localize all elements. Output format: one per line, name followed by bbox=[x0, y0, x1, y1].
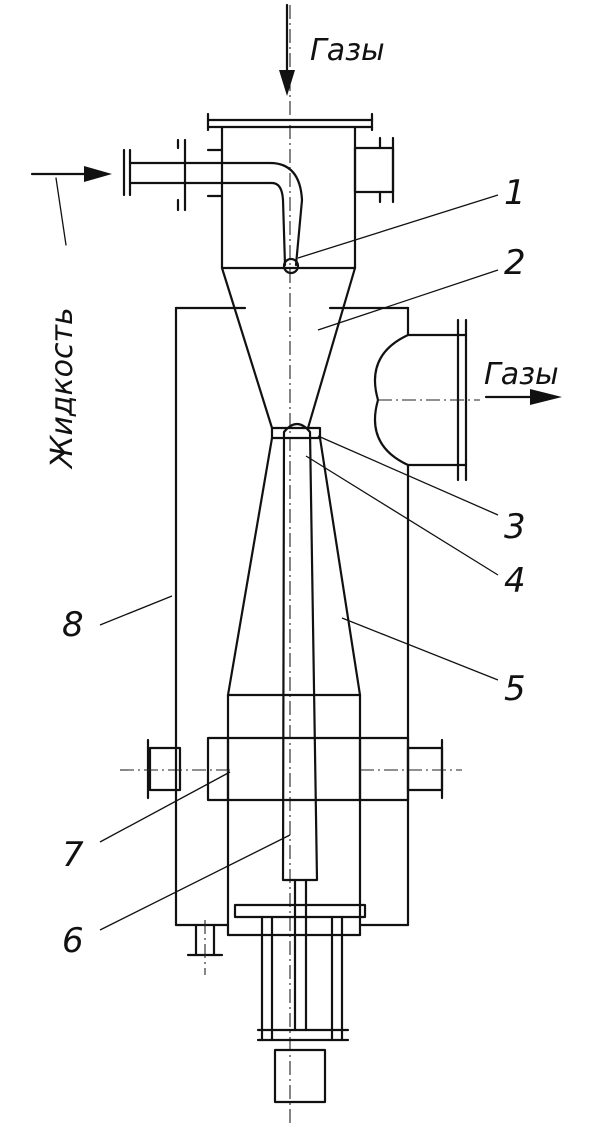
liquid-arrow bbox=[30, 166, 112, 246]
leader-2 bbox=[317, 269, 499, 331]
outer-housing bbox=[174, 306, 410, 927]
confuser bbox=[220, 266, 357, 430]
gases-out-label: Газы bbox=[484, 357, 559, 392]
nozzle-tip bbox=[282, 257, 300, 275]
lower-chamber bbox=[226, 693, 362, 937]
central-rod bbox=[281, 422, 319, 1032]
right-side-nozzle bbox=[360, 738, 462, 800]
gas-inlet-arrow bbox=[279, 3, 295, 96]
drive-unit bbox=[273, 1048, 327, 1104]
leader-6 bbox=[99, 834, 291, 931]
part-label-6: 6 bbox=[62, 921, 84, 961]
bottom-drain bbox=[186, 920, 224, 975]
part-label-4: 4 bbox=[504, 561, 526, 601]
leader-7 bbox=[99, 771, 231, 843]
leader-1 bbox=[297, 194, 499, 259]
part-label-2: 2 bbox=[504, 243, 526, 283]
adjustment-mechanism bbox=[233, 903, 367, 1042]
leader-5 bbox=[341, 617, 499, 681]
leader-3 bbox=[317, 435, 499, 516]
leader-4 bbox=[305, 455, 499, 576]
ring-manifold bbox=[206, 736, 410, 802]
gas-outlet-arrow bbox=[484, 389, 562, 405]
part-label-1: 1 bbox=[504, 173, 526, 213]
leader-8 bbox=[99, 595, 173, 626]
liquid-label: Жидкость bbox=[45, 307, 80, 470]
diffuser bbox=[226, 436, 362, 697]
inlet-chamber bbox=[206, 112, 395, 270]
gas-outlet bbox=[373, 318, 480, 482]
part-label-3: 3 bbox=[504, 507, 526, 547]
part-label-5: 5 bbox=[504, 669, 526, 709]
part-label-8: 8 bbox=[62, 605, 84, 645]
part-label-7: 7 bbox=[62, 835, 84, 875]
gases-in-label: Газы bbox=[310, 33, 385, 68]
throat bbox=[270, 426, 322, 440]
liquid-inlet-pipe bbox=[122, 138, 304, 275]
